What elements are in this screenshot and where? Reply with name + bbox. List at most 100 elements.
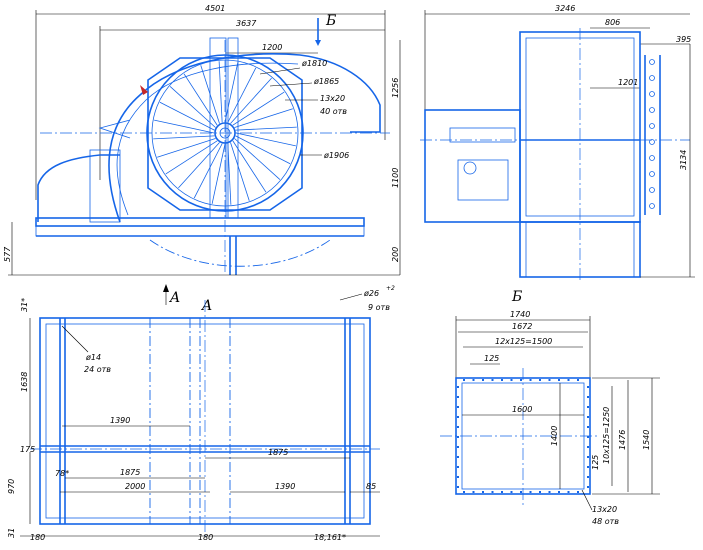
flange-hole xyxy=(491,491,494,493)
flange-hole xyxy=(587,386,589,388)
impeller-blade xyxy=(159,101,215,131)
flange-hole xyxy=(577,491,579,493)
flange-bolt xyxy=(649,187,655,193)
flange-hole xyxy=(501,491,503,493)
flange-hole xyxy=(587,436,589,438)
flange-hole xyxy=(463,379,465,381)
flange-hole xyxy=(539,379,541,381)
impeller-blade xyxy=(157,138,216,158)
impeller-blade xyxy=(235,132,296,147)
dim-1200: 1200 xyxy=(262,43,282,52)
dim-577: 577 xyxy=(3,246,12,262)
flange-hole xyxy=(558,379,560,381)
dim-holes-9: 9 отв xyxy=(368,303,390,312)
flange-bolt xyxy=(649,155,655,161)
impeller-blade xyxy=(165,140,218,175)
dim-3246: 3246 xyxy=(555,4,575,13)
dim-970: 970 xyxy=(7,479,16,494)
impeller-blade xyxy=(230,77,272,124)
dim-78: 78* xyxy=(55,469,69,478)
view-a-title: A xyxy=(200,298,212,314)
dim-180-mid: 180 xyxy=(198,533,213,542)
dim-1600: 1600 xyxy=(512,405,532,414)
dim-1638: 1638 xyxy=(20,372,29,392)
flange-hole xyxy=(558,491,560,493)
section-b-marker: Б xyxy=(325,13,336,29)
flange-hole xyxy=(529,379,532,381)
flange-bolt xyxy=(649,59,655,65)
impeller-blade xyxy=(153,135,215,140)
dim-1476: 1476 xyxy=(618,430,627,450)
flange-hole xyxy=(457,406,459,408)
impeller-blade xyxy=(211,143,226,204)
dim-1256: 1256 xyxy=(391,78,400,98)
impeller-blade xyxy=(235,126,297,131)
impeller-blade xyxy=(235,135,291,165)
dim-1875-left: 1875 xyxy=(120,468,140,477)
flange-hole xyxy=(587,446,589,448)
dim-31-bottom: 31 xyxy=(7,528,16,538)
impeller-blade xyxy=(218,61,223,123)
section-flange-bolts xyxy=(457,379,589,493)
dim-1540: 1540 xyxy=(642,430,651,450)
flange-hole xyxy=(482,491,484,493)
impeller-blade xyxy=(234,108,293,128)
impeller-blade xyxy=(169,86,216,128)
flange-hole xyxy=(567,491,570,493)
impeller-blade xyxy=(234,138,281,180)
dim-200: 200 xyxy=(391,247,400,262)
dim-1740: 1740 xyxy=(510,310,530,319)
flange-hole xyxy=(567,379,570,381)
flange-hole xyxy=(587,466,589,468)
section-b-view: Б 1740 1672 12x125=1500 125 1600 1400 10… xyxy=(440,289,660,526)
flange-bolt xyxy=(649,107,655,113)
impeller-blade xyxy=(227,143,232,205)
dim-806: 806 xyxy=(605,18,620,27)
dim-dia-26-tol: +2 xyxy=(386,285,395,292)
dim-1390-a: 1390 xyxy=(110,416,130,425)
flange-hole xyxy=(482,379,484,381)
flange-hole xyxy=(587,456,589,458)
flange-hole xyxy=(457,396,459,398)
flange-bolt xyxy=(649,203,655,209)
flange-bolt xyxy=(649,75,655,81)
dim-2000: 2000 xyxy=(125,482,145,491)
impeller-blade xyxy=(200,65,220,124)
flange-hole xyxy=(539,491,541,493)
dim-holes-13x20: 13x20 xyxy=(320,94,345,103)
impeller-blade xyxy=(232,140,267,193)
flange-bolt xyxy=(649,123,655,129)
flange-hole xyxy=(548,379,551,381)
flange-hole xyxy=(577,379,579,381)
flange-hole xyxy=(472,491,475,493)
impeller-blade xyxy=(230,142,250,201)
flange-hole xyxy=(457,416,459,418)
dim-holes-24: 24 отв xyxy=(84,365,111,374)
flange-hole xyxy=(457,436,459,438)
flange-hole xyxy=(548,491,551,493)
flange-hole xyxy=(457,466,459,468)
front-view: 4501 3637 Б 1200 xyxy=(3,4,401,276)
dim-dia-14: ø14 xyxy=(85,353,101,362)
side-view: 3246 806 395 1201 3134 xyxy=(420,4,695,280)
flange-hole xyxy=(587,476,589,478)
flange-hole xyxy=(520,379,522,381)
flange-hole xyxy=(587,486,589,488)
flange-hole xyxy=(510,379,513,381)
dim-12x125: 12x125=1500 xyxy=(495,337,552,346)
flange-hole xyxy=(457,476,459,478)
flange-hole xyxy=(457,386,459,388)
dim-125: 125 xyxy=(484,354,499,363)
flange-hole xyxy=(457,456,459,458)
dim-holes-40: 40 отв xyxy=(320,107,347,116)
flange-hole xyxy=(457,446,459,448)
flange-hole xyxy=(520,491,522,493)
section-b-title: Б xyxy=(511,289,522,305)
dim-1201: 1201 xyxy=(618,78,638,87)
dim-holes-48: 48 отв xyxy=(592,517,619,526)
dim-175: 175 xyxy=(20,445,35,454)
impeller-blade xyxy=(178,142,220,189)
dim-1672: 1672 xyxy=(512,322,532,331)
flange-hole xyxy=(491,379,494,381)
